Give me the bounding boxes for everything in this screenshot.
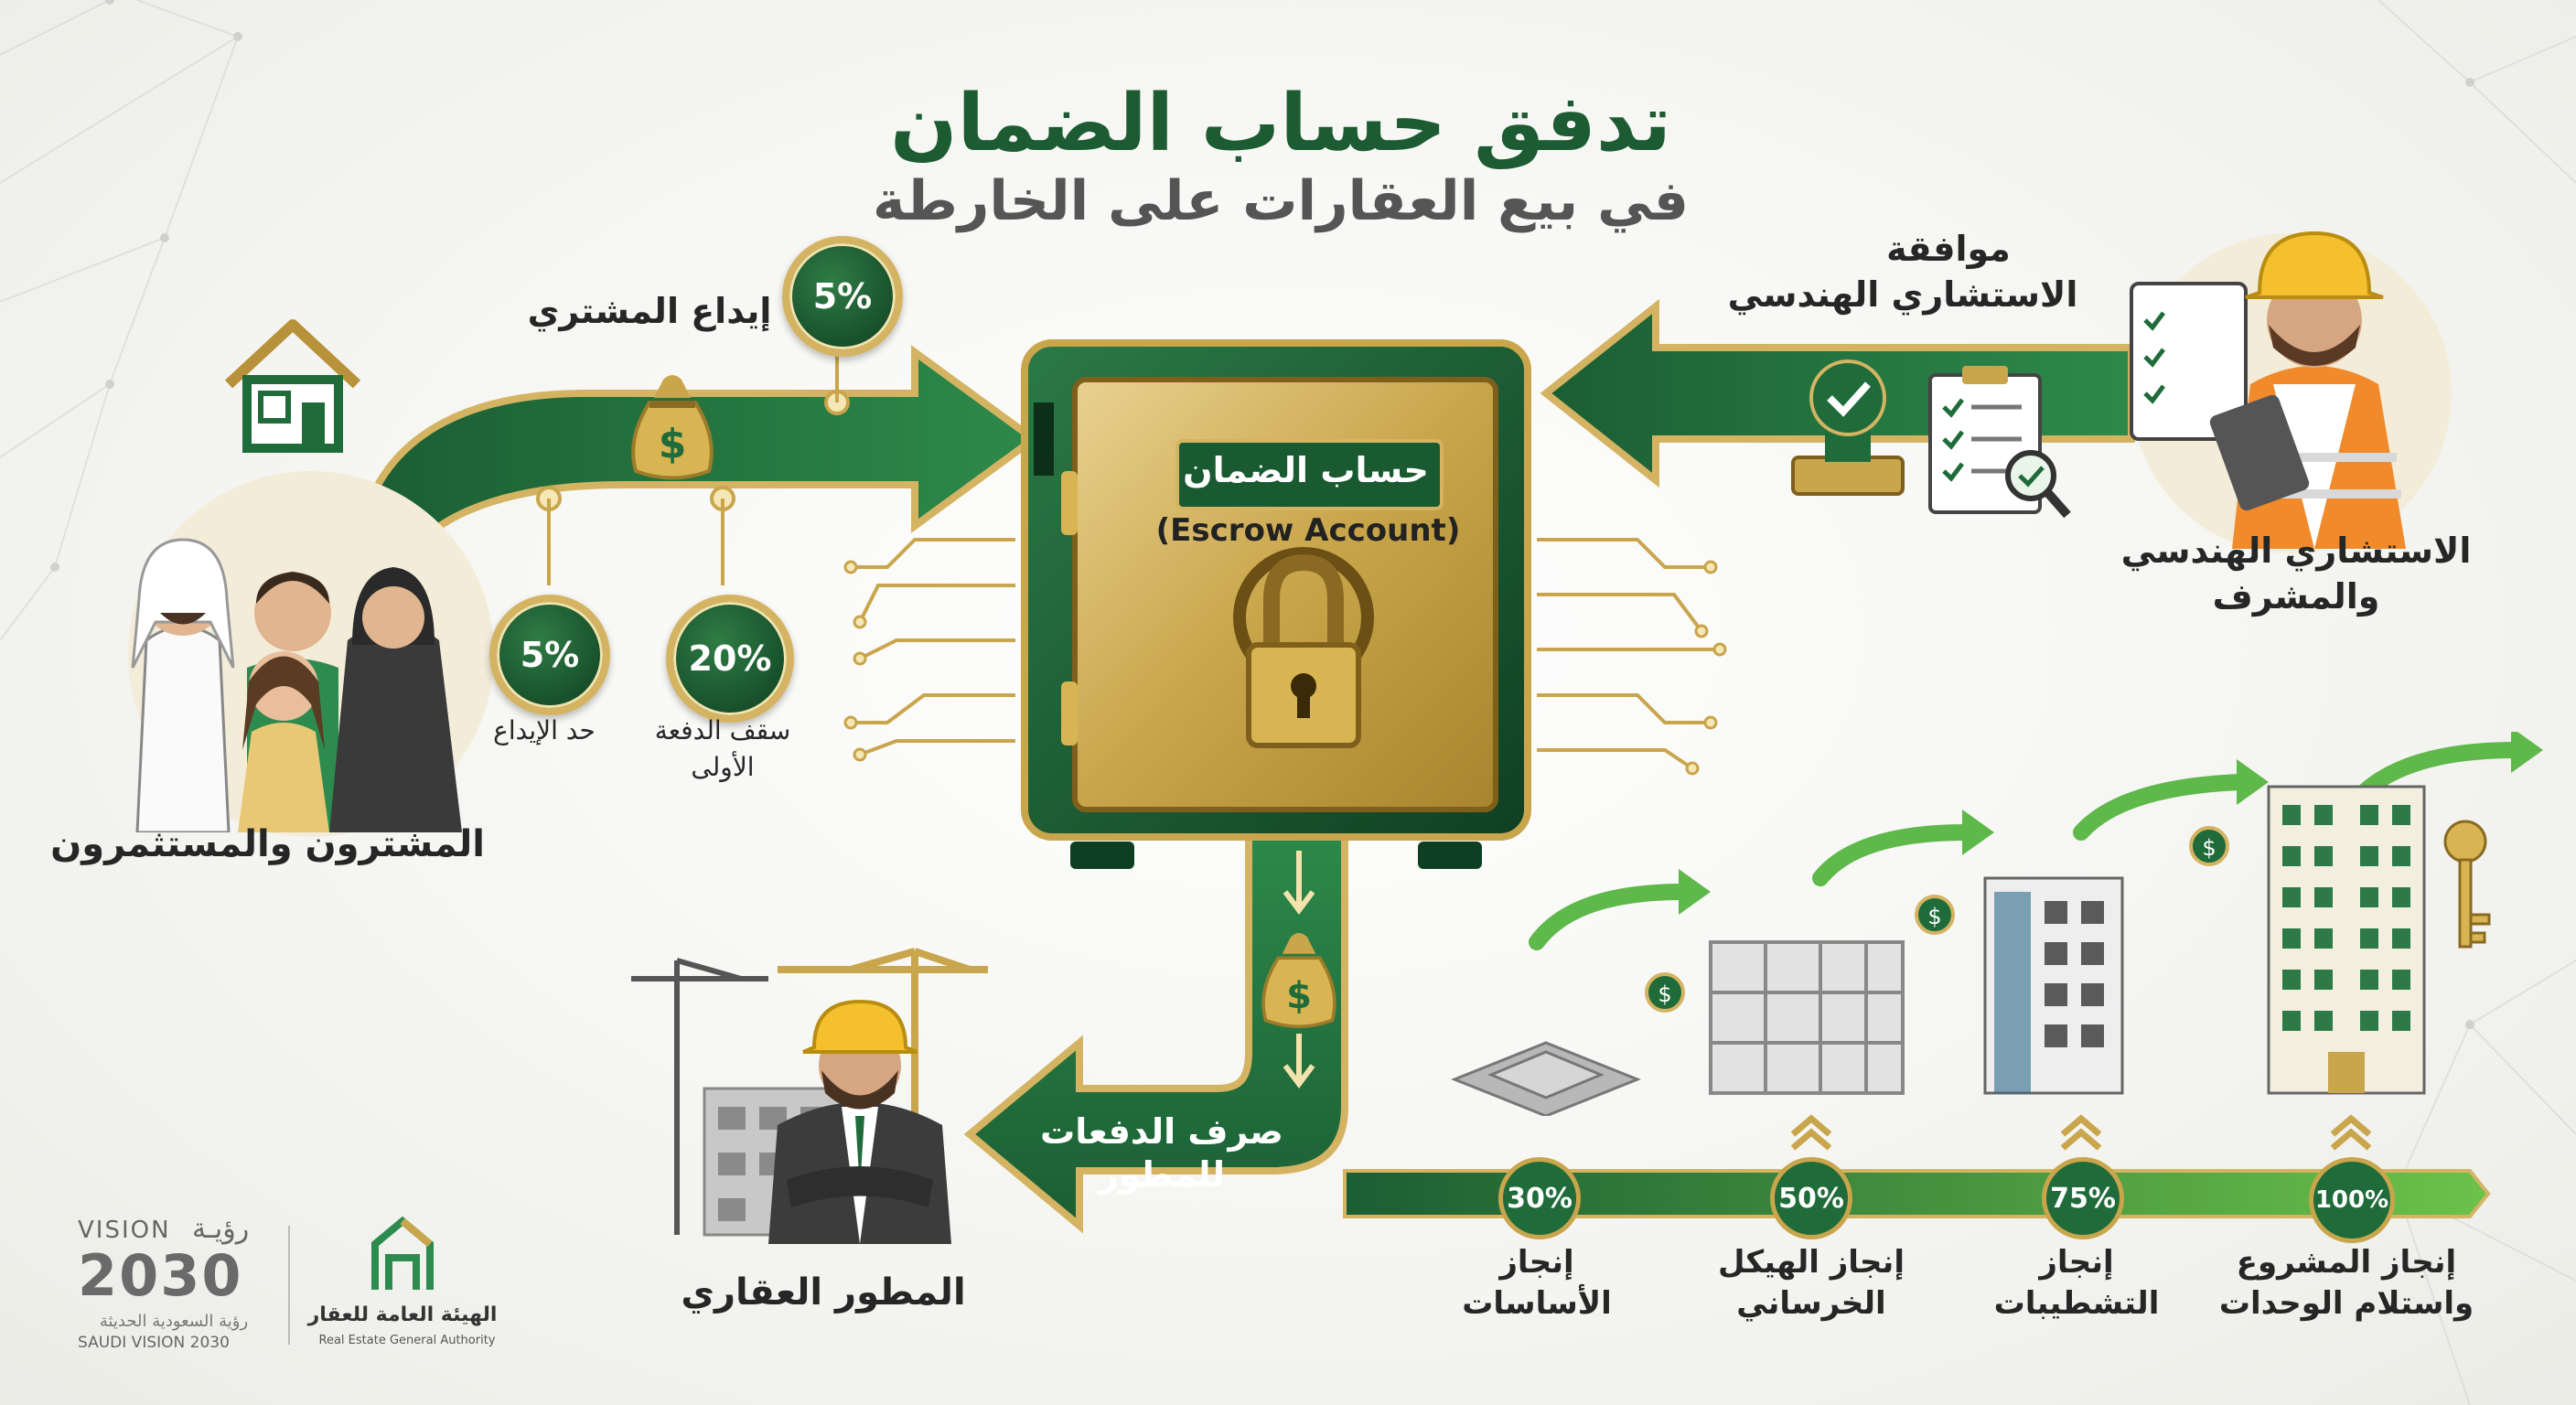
payout-arrow [963,820,1348,1234]
developer-payout-label: صرف الدفعات [1040,1111,1283,1152]
escrow-label-ar: حساب الضمان [1183,450,1429,490]
clipboard-icon [1928,366,2071,519]
rega-logo-mark [371,1216,434,1290]
buyer-deposit-label: إيداع المشتري [527,291,772,331]
milestone-label-structure-2: الخرساني [1736,1285,1886,1322]
developer-label: المطور العقاري [681,1271,966,1314]
up-chevron-icon [2330,1114,2372,1151]
deposit-limit-badge: 5% [489,595,610,715]
logo-divider [288,1226,290,1345]
money-bag-icon: $ [1261,933,1336,1029]
buyers-label: المشترون والمستثمرون [50,823,485,865]
milestone-badge-100: 100% [2309,1157,2395,1243]
svg-text:$: $ [2202,835,2216,861]
milestone-label-foundations: إنجاز [1499,1244,1574,1281]
key-icon [2443,820,2491,949]
house-icon [224,319,361,453]
vision-sub-ar: رؤية السعودية الحديثة [99,1312,249,1331]
building-icon [2267,785,2426,1095]
money-bag-icon: $ [631,375,714,480]
milestone-label-finishing: إنجاز [2039,1244,2114,1281]
page-title: تدفق حساب الضمان [890,78,1671,169]
vision-2030-logo: VISION رؤيـة 2030 رؤية السعودية الحديثة … [78,1213,279,1354]
first-payment-cap-label-2: الأولى [691,752,755,782]
milestone-label-structure: إنجاز الهيكل [1718,1244,1905,1281]
consultant-label-2: والمشرف [2212,576,2380,617]
milestone-badge-75: 75% [2042,1157,2124,1239]
up-chevron-icon [1790,1114,1832,1151]
milestone-label-foundations-2: الأساسات [1462,1285,1612,1322]
developer-illustration [768,999,951,1244]
escrow-label-en: (Escrow Account) [1155,512,1461,549]
rega-name-en: Real Estate General Authority [318,1334,496,1347]
up-chevron-icon [2060,1114,2102,1151]
dollar-coin-icon: $ [1645,972,1685,1013]
vision-year: 2030 [78,1242,243,1309]
approval-stamp-icon [1791,359,1905,496]
first-payment-cap-badge: 20% [666,595,794,723]
buyers-family-illustration [131,538,462,832]
milestone-label-finishing-2: التشطيبات [1993,1285,2160,1322]
consultant-label: الاستشاري الهندسي [2120,531,2472,571]
milestone-label-completion-2: واستلام الوحدات [2218,1285,2474,1322]
svg-text:$: $ [1286,975,1312,1017]
page-subtitle: في بيع العقارات على الخارطة [872,169,1690,233]
consultant-engineer-illustration [2130,231,2406,549]
vision-sub-en: SAUDI VISION 2030 [78,1334,230,1352]
vision-en: VISION [78,1217,171,1244]
milestone-badge-50: 50% [1770,1157,1852,1239]
svg-text:$: $ [1927,904,1941,929]
deposit-limit-label: حد الإيداع [493,715,596,745]
consultant-approval-label-2: الاستشاري الهندسي [1727,274,2078,315]
magnifier-icon [2005,450,2071,519]
deposit-badge: 5% [782,236,903,357]
svg-text:$: $ [1658,981,1671,1007]
developer-payout-label-2: للمطور [1099,1154,1225,1195]
rega-name-ar: الهيئة العامة للعقار [307,1303,498,1326]
padlock-icon [1233,547,1374,748]
consultant-approval-label: موافقة [1886,229,2011,269]
milestone-timeline [1343,1169,2491,1218]
milestone-badge-30: 30% [1498,1157,1581,1239]
construction-stages-illustration: $ $ $ [1450,732,2543,1116]
milestone-label-completion: إنجاز المشروع [2236,1244,2457,1281]
svg-text:$: $ [659,421,687,467]
first-payment-cap-label: سقف الدفعة [654,715,791,745]
vision-ar: رؤيـة [192,1213,250,1245]
escrow-label-box [1175,439,1444,510]
